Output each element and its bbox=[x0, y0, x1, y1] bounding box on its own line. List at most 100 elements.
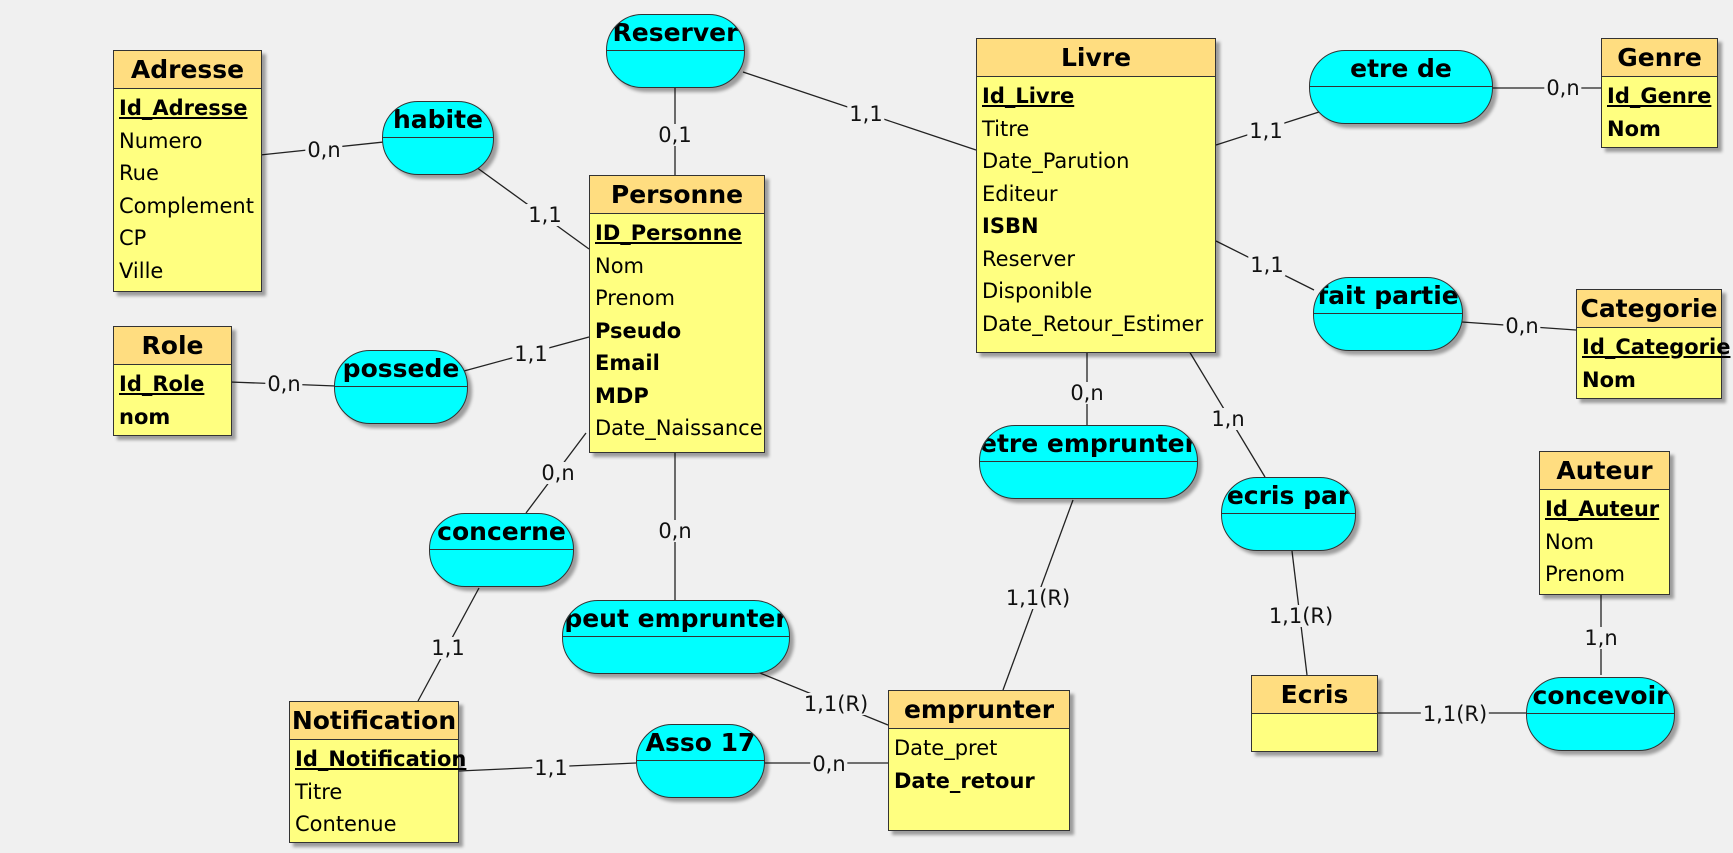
cardinality-reserver-livre: 1,1 bbox=[847, 102, 885, 126]
cardinality-habite-personne: 1,1 bbox=[526, 203, 564, 227]
association-concevoir[interactable]: concevoir bbox=[1526, 677, 1675, 751]
association-concerne[interactable]: concerne bbox=[429, 513, 574, 587]
cardinality-peut-emprunter-emprunter: 1,1(R) bbox=[801, 692, 871, 716]
entity-attribute-id-adresse: Id_Adresse bbox=[119, 96, 248, 120]
entity-auteur[interactable]: Auteur Id_Auteur Nom Prenom bbox=[1539, 451, 1670, 595]
cardinality-etre-de-genre: 0,n bbox=[1544, 76, 1582, 100]
entity-attribute-mdp: MDP bbox=[595, 383, 649, 408]
entity-attribute-prenom: Prenom bbox=[1545, 562, 1626, 586]
cardinality-livre-fait-partie: 1,1 bbox=[1248, 253, 1286, 277]
cardinality-ecris-concevoir: 1,1(R) bbox=[1420, 702, 1490, 726]
entity-title: Personne bbox=[590, 176, 764, 214]
cardinality-personne-concerne: 0,n bbox=[539, 461, 577, 485]
entity-title: Ecris bbox=[1252, 676, 1377, 714]
association-reserver[interactable]: Reserver bbox=[606, 14, 745, 88]
association-fait-partie[interactable]: fait partie bbox=[1313, 277, 1463, 351]
entity-attribute-nom: Nom bbox=[595, 253, 645, 278]
entity-role[interactable]: Role Id_Role nom bbox=[113, 326, 232, 436]
entity-attribute-date-naissance: Date_Naissance bbox=[595, 416, 763, 440]
entity-title: Auteur bbox=[1540, 452, 1669, 490]
entity-title: Genre bbox=[1602, 39, 1717, 77]
entity-attribute-date-retour: Date_retour bbox=[894, 768, 1035, 793]
entity-attribute-pseudo: Pseudo bbox=[595, 318, 682, 343]
entity-genre[interactable]: Genre Id_Genre Nom bbox=[1601, 38, 1718, 148]
association-peut-emprunter[interactable]: peut emprunter bbox=[562, 600, 790, 674]
entity-attribute-nom: Nom bbox=[1545, 529, 1595, 554]
entity-attribute-id-personne: ID_Personne bbox=[595, 221, 742, 245]
entity-title: Notification bbox=[290, 702, 458, 740]
entity-attribute-id-categorie: Id_Categorie bbox=[1582, 335, 1731, 359]
association-etre-emprunter[interactable]: etre emprunter bbox=[979, 425, 1198, 499]
association-label: concevoir bbox=[1527, 678, 1674, 714]
association-label: concerne bbox=[430, 514, 573, 550]
entity-attribute-contenue: Contenue bbox=[295, 812, 397, 836]
association-label: etre de bbox=[1310, 51, 1492, 87]
entity-title: Categorie bbox=[1577, 290, 1721, 328]
association-asso17[interactable]: Asso 17 bbox=[636, 724, 765, 798]
entity-title: Role bbox=[114, 327, 231, 365]
association-habite[interactable]: habite bbox=[382, 101, 494, 175]
association-label: habite bbox=[383, 102, 493, 138]
entity-title: emprunter bbox=[889, 691, 1069, 729]
entity-attribute-id-livre: Id_Livre bbox=[982, 84, 1075, 108]
entity-attribute-ville: Ville bbox=[119, 258, 164, 283]
association-label: ecris par bbox=[1222, 478, 1355, 514]
entity-attribute-numero: Numero bbox=[119, 128, 203, 153]
entity-attribute-disponible: Disponible bbox=[982, 279, 1093, 303]
entity-attribute-titre: Titre bbox=[295, 779, 343, 804]
entity-attribute-reserver: Reserver bbox=[982, 246, 1076, 271]
association-etre-de[interactable]: etre de bbox=[1309, 50, 1493, 124]
cardinality-livre-ecris-par: 1,n bbox=[1209, 407, 1247, 431]
cardinality-reserver-personne: 0,1 bbox=[656, 123, 694, 147]
entity-attribute-prenom: Prenom bbox=[595, 286, 676, 310]
entity-attribute-date-pret: Date_pret bbox=[894, 736, 998, 760]
entity-emprunter[interactable]: emprunter Date_pret Date_retour bbox=[888, 690, 1070, 831]
association-ecris-par[interactable]: ecris par bbox=[1221, 477, 1356, 551]
entity-attribute-nom: Nom bbox=[1582, 367, 1636, 392]
entity-attribute-rue: Rue bbox=[119, 161, 159, 185]
entity-attribute-date-retour-estimer: Date_Retour_Estimer bbox=[982, 311, 1204, 336]
cardinality-personne-peut-emprunter: 0,n bbox=[656, 519, 694, 543]
association-label: Asso 17 bbox=[637, 725, 764, 761]
entity-attribute-id-role: Id_Role bbox=[119, 372, 205, 396]
cardinality-possede-personne: 1,1 bbox=[512, 342, 550, 366]
cardinality-concevoir-auteur: 1,n bbox=[1582, 626, 1620, 650]
entity-livre[interactable]: Livre Id_Livre Titre Date_Parution Edite… bbox=[976, 38, 1216, 353]
entity-attribute-nom: nom bbox=[119, 404, 171, 429]
cardinality-asso17-emprunter: 0,n bbox=[810, 752, 848, 776]
cardinality-etre-emprunter-emprunter: 1,1(R) bbox=[1003, 586, 1073, 610]
entity-attribute-id-notification: Id_Notification bbox=[295, 747, 467, 771]
entity-personne[interactable]: Personne ID_Personne Nom Prenom Pseudo E… bbox=[589, 175, 765, 453]
cardinality-livre-etre-emprunter: 0,n bbox=[1068, 381, 1106, 405]
association-label: possede bbox=[335, 351, 467, 387]
entity-attribute-complement: Complement bbox=[119, 193, 254, 218]
entity-title: Adresse bbox=[114, 51, 261, 89]
cardinality-fait-partie-categorie: 0,n bbox=[1503, 314, 1541, 338]
entity-categorie[interactable]: Categorie Id_Categorie Nom bbox=[1576, 289, 1731, 399]
entity-attribute-titre: Titre bbox=[982, 116, 1030, 141]
association-label: Reserver bbox=[607, 15, 744, 51]
entity-attribute-cp: CP bbox=[119, 226, 147, 250]
entity-attribute-editeur: Editeur bbox=[982, 181, 1058, 206]
association-possede[interactable]: possede bbox=[334, 350, 468, 424]
association-label: peut emprunter bbox=[563, 601, 789, 637]
entity-attribute-isbn: ISBN bbox=[982, 214, 1039, 238]
cardinality-livre-etre-de: 1,1 bbox=[1247, 119, 1285, 143]
cardinality-concerne-notification: 1,1 bbox=[429, 636, 467, 660]
entity-adresse[interactable]: Adresse Id_Adresse Numero Rue Complement… bbox=[113, 50, 262, 292]
entity-title: Livre bbox=[977, 39, 1215, 77]
cardinality-notification-asso17: 1,1 bbox=[532, 756, 570, 780]
cardinality-ecris-par-ecris: 1,1(R) bbox=[1266, 604, 1336, 628]
association-label: etre emprunter bbox=[980, 426, 1197, 462]
entity-attribute-nom: Nom bbox=[1607, 116, 1661, 141]
entity-notification[interactable]: Notification Id_Notification Titre Conte… bbox=[289, 701, 467, 843]
entity-attribute-email: Email bbox=[595, 351, 660, 375]
entity-ecris[interactable]: Ecris bbox=[1251, 675, 1378, 752]
entity-attribute-date-parution: Date_Parution bbox=[982, 149, 1130, 173]
cardinality-role-possede: 0,n bbox=[265, 372, 303, 396]
entity-attribute-id-auteur: Id_Auteur bbox=[1545, 497, 1660, 521]
cardinality-adresse-habite: 0,n bbox=[305, 138, 343, 162]
association-label: fait partie bbox=[1314, 278, 1462, 314]
entity-attribute-id-genre: Id_Genre bbox=[1607, 84, 1712, 108]
